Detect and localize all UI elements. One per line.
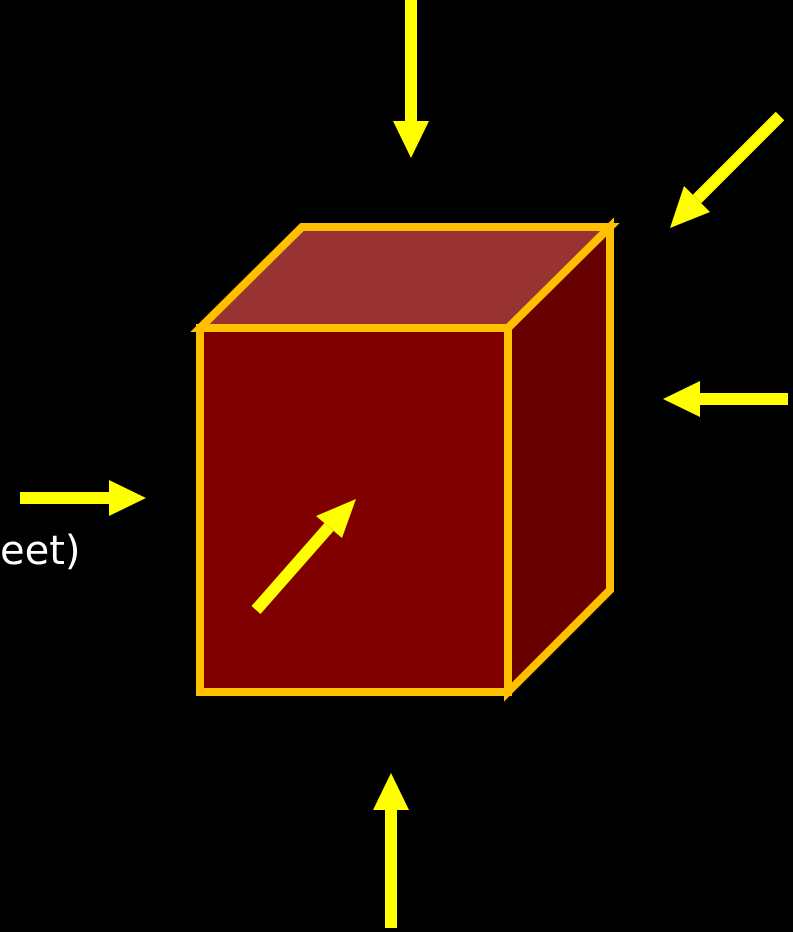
cube bbox=[190, 217, 620, 702]
label-fragment: eet) bbox=[0, 528, 81, 574]
arrow-top-pointing-down bbox=[393, 0, 429, 158]
arrow-right-pointing-left bbox=[663, 381, 788, 417]
arrow-bottom-pointing-up bbox=[373, 773, 409, 928]
cube-front-face bbox=[196, 324, 512, 696]
arrow-top-right-pointing-down-left bbox=[670, 111, 785, 228]
arrow-inside-cube-pointing-up-right bbox=[251, 499, 356, 614]
arrow-left-pointing-right bbox=[20, 480, 146, 516]
